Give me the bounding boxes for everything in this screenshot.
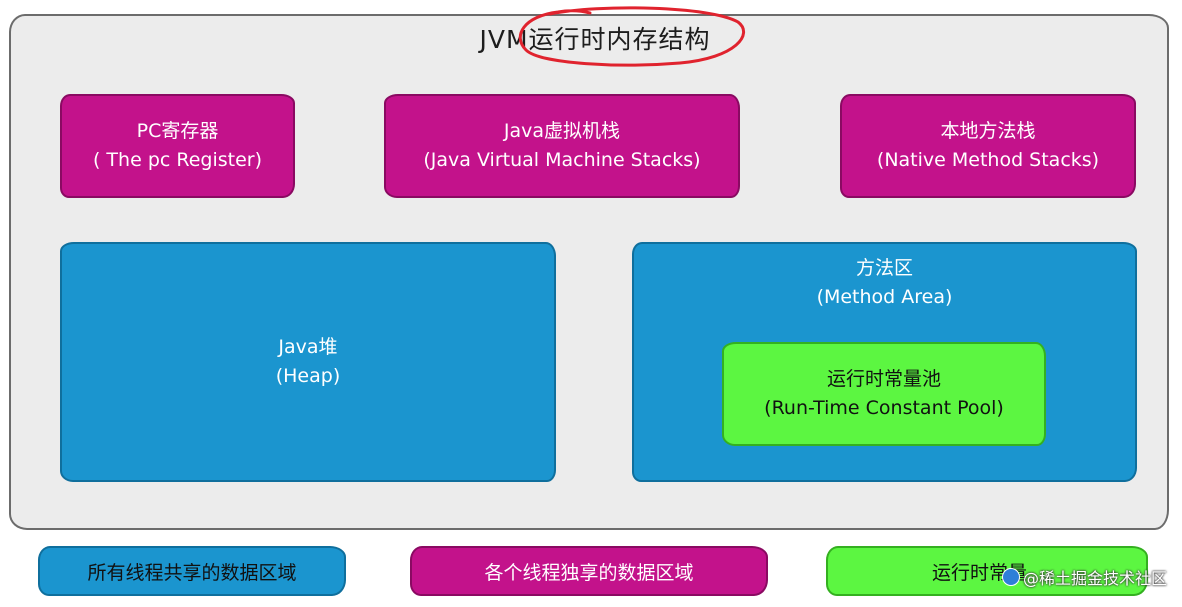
heap-box: Java堆 (Heap) xyxy=(60,242,556,482)
juejin-logo-icon xyxy=(1002,568,1020,586)
watermark: @稀土掘金技术社区 xyxy=(1002,566,1167,588)
watermark-text: @稀土掘金技术社区 xyxy=(1023,569,1168,588)
jvm-stacks-box: Java虚拟机栈 (Java Virtual Machine Stacks) xyxy=(384,94,740,198)
jvm-stacks-label-en: (Java Virtual Machine Stacks) xyxy=(423,149,701,171)
heap-label-en: (Heap) xyxy=(275,365,341,387)
method-area-label-cn: 方法区 xyxy=(855,257,913,279)
pc-register-label-en: ( The pc Register) xyxy=(92,149,262,171)
constant-pool-label-en: (Run-Time Constant Pool) xyxy=(764,397,1004,419)
method-area-label-en: (Method Area) xyxy=(816,286,953,309)
legend-private-label: 各个线程独享的数据区域 xyxy=(484,561,694,584)
legend-shared: 所有线程共享的数据区域 xyxy=(38,546,346,596)
constant-pool-label-cn: 运行时常量池 xyxy=(826,367,941,390)
legend-private: 各个线程独享的数据区域 xyxy=(410,546,768,596)
legend-shared-label: 所有线程共享的数据区域 xyxy=(87,561,297,584)
diagram-title: JVM运行时内存结构 xyxy=(479,25,711,54)
native-stacks-label-en: (Native Method Stacks) xyxy=(876,149,1100,171)
native-stacks-box: 本地方法栈 (Native Method Stacks) xyxy=(840,94,1136,198)
heap-label-cn: Java堆 xyxy=(278,335,338,358)
pc-register-label-cn: PC寄存器 xyxy=(136,119,219,142)
pc-register-box: PC寄存器 ( The pc Register) xyxy=(60,94,295,198)
jvm-stacks-label-cn: Java虚拟机栈 xyxy=(503,119,621,142)
legend-constant: 运行时常量 xyxy=(826,546,1148,596)
constant-pool-box: 运行时常量池 (Run-Time Constant Pool) xyxy=(722,342,1046,446)
native-stacks-label-cn: 本地方法栈 xyxy=(940,119,1036,142)
